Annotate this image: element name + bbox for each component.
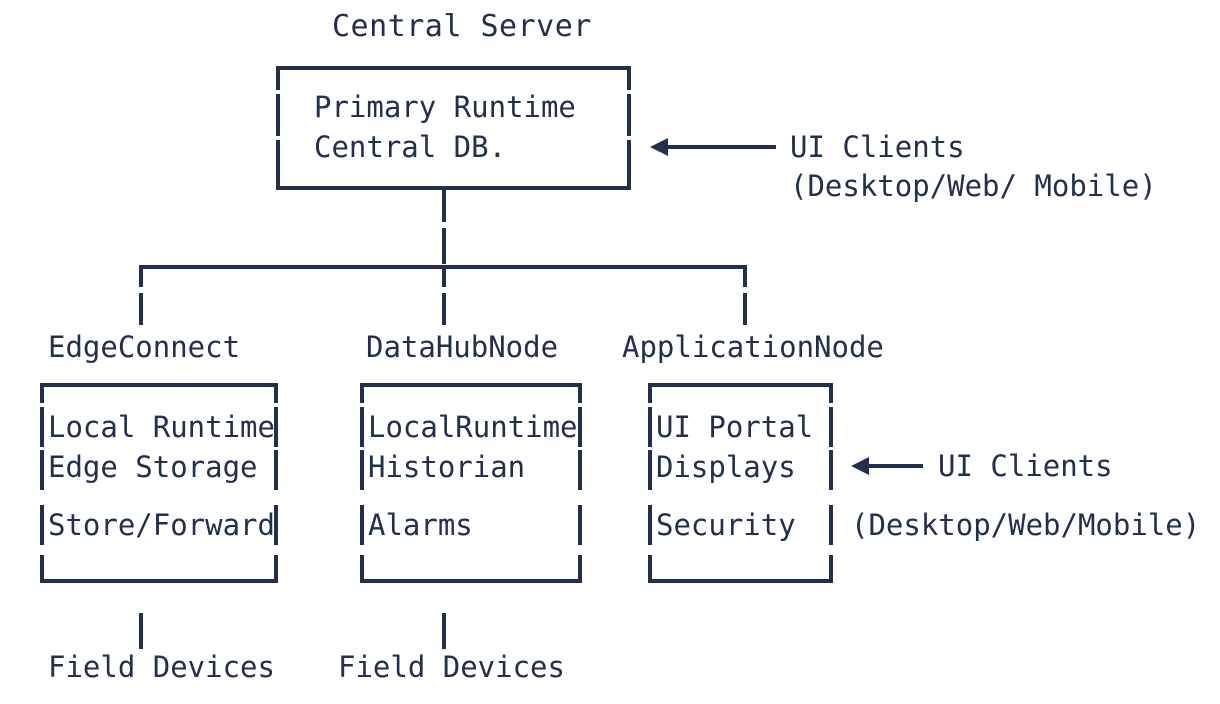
- box-left-edge: [648, 505, 652, 545]
- box-left-edge: [360, 505, 364, 545]
- box-top-edge: [360, 383, 582, 387]
- node-title: DataHubNode: [366, 330, 559, 364]
- node-item: Store/Forward: [48, 508, 275, 542]
- central-annotation-label: UI Clients: [790, 130, 965, 164]
- connector-stem-center: [442, 190, 446, 222]
- node-item: Alarms: [368, 508, 473, 542]
- box-top-edge: [40, 383, 278, 387]
- box-right-edge: [829, 450, 833, 490]
- diagram-title: Central Server: [332, 9, 592, 44]
- box-right-edge: [274, 505, 278, 545]
- node-title: EdgeConnect: [48, 330, 241, 364]
- box-left-edge: [40, 555, 44, 583]
- box-right-edge: [578, 450, 582, 490]
- connector-drop-middle: [442, 265, 446, 287]
- box-right-edge: [829, 383, 833, 403]
- box-right-edge: [578, 383, 582, 403]
- box-right-edge: [274, 555, 278, 583]
- box-top-edge: [276, 66, 631, 70]
- connector-drop-right: [743, 265, 747, 287]
- box-left-edge: [360, 450, 364, 490]
- node-annotation-label: UI Clients: [938, 449, 1113, 483]
- node-item: Historian: [368, 450, 526, 484]
- box-left-edge: [648, 383, 652, 403]
- central-box-line-2: Central DB.: [314, 130, 507, 164]
- node-item: Security: [656, 508, 796, 542]
- box-right-edge: [829, 407, 833, 447]
- node-title: ApplicationNode: [622, 330, 884, 364]
- node-annotation-sublabel: (Desktop/Web/Mobile): [851, 508, 1201, 542]
- central-box-line-1: Primary Runtime: [314, 90, 576, 124]
- connector-stem-center: [442, 228, 446, 264]
- node-item: Local Runtime: [48, 410, 275, 444]
- box-right-edge: [829, 555, 833, 583]
- box-left-edge: [360, 383, 364, 403]
- node-item: UI Portal: [656, 410, 814, 444]
- field-devices-stem: [139, 613, 143, 649]
- box-right-edge: [829, 505, 833, 545]
- field-devices-label: Field Devices: [338, 650, 565, 684]
- arrow-shaft: [867, 464, 923, 468]
- box-bottom-edge: [40, 579, 278, 583]
- box-right-edge: [274, 383, 278, 403]
- box-right-edge: [274, 450, 278, 490]
- box-left-edge: [40, 407, 44, 447]
- box-left-edge: [40, 450, 44, 490]
- box-right-edge: [578, 555, 582, 583]
- node-item: Displays: [656, 450, 796, 484]
- box-right-edge: [627, 94, 631, 136]
- node-item: Edge Storage: [48, 450, 258, 484]
- node-item: LocalRuntime: [368, 410, 578, 444]
- box-left-edge: [648, 555, 652, 583]
- box-top-edge: [648, 383, 833, 387]
- box-left-edge: [276, 94, 280, 136]
- box-bottom-edge: [648, 579, 833, 583]
- box-left-edge: [360, 555, 364, 583]
- central-annotation-sublabel: (Desktop/Web/ Mobile): [790, 169, 1157, 203]
- box-bottom-edge: [276, 186, 631, 190]
- box-bottom-edge: [360, 579, 582, 583]
- box-left-edge: [276, 140, 280, 190]
- box-right-edge: [578, 505, 582, 545]
- box-left-edge: [276, 66, 280, 90]
- box-left-edge: [648, 450, 652, 490]
- left-arrow-icon: [851, 457, 869, 475]
- box-left-edge: [360, 407, 364, 447]
- left-arrow-icon: [650, 138, 668, 156]
- field-devices-stem: [442, 613, 446, 649]
- box-right-edge: [578, 407, 582, 447]
- connector-drop-left: [139, 265, 143, 287]
- arrow-shaft: [666, 145, 776, 149]
- box-right-edge: [627, 66, 631, 90]
- box-right-edge: [627, 140, 631, 190]
- box-left-edge: [40, 505, 44, 545]
- box-right-edge: [274, 407, 278, 447]
- field-devices-label: Field Devices: [48, 650, 275, 684]
- connector-drop-left: [139, 293, 143, 325]
- connector-drop-middle: [442, 293, 446, 325]
- connector-drop-right: [743, 293, 747, 325]
- box-left-edge: [648, 407, 652, 447]
- box-left-edge: [40, 383, 44, 403]
